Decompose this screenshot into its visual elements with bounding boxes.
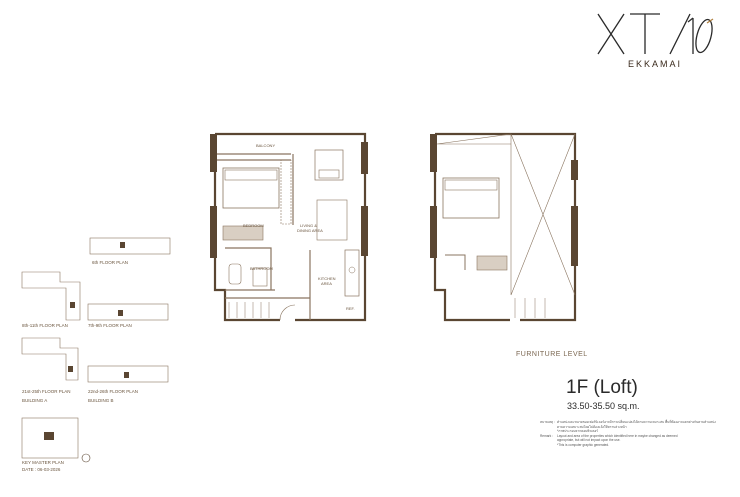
keyplan-label-building-a: BUILDING A [22,398,48,403]
loft-level-plan [430,132,578,322]
keyplan-label-7-9: 7th-9th FLOOR PLAN [88,323,132,328]
lower-level-plan [210,132,368,322]
remark-row: ตามความเหมาะสมโดยไม่ต้องแจ้งให้ทราบล่วงห… [557,424,627,429]
room-label-balcony: BALCONY [256,143,276,148]
brand-logo [597,13,714,55]
room-label-dining: DINING AREA [297,228,323,233]
remark-row: หมายเหตุ :ตำแหน่งและขนาดของเฟอร์นิเจอร์อ… [540,420,716,424]
unit-area: 33.50-35.50 sq.m. [567,401,640,411]
remark-row: *This is computer graphic generated. [557,442,610,447]
remarks: หมายเหตุ :ตำแหน่งและขนาดของเฟอร์นิเจอร์อ… [540,420,730,448]
room-label-bathroom: BATHROOM [250,266,273,271]
keyplan-label-6th: 6th FLOOR PLAN [92,260,129,265]
room-label-bedroom: BEDROOM [243,223,264,228]
remark-row: Remark :Layout and area of the propertie… [540,433,678,438]
north-arrow-icon [81,453,91,463]
room-label-ref: REF. [346,306,355,311]
keyplan-label-21-25: 21st-25th FLOOR PLAN [22,389,71,394]
furniture-level-label: FURNITURE LEVEL [516,351,588,358]
unit-type-title: 1F (Loft) [566,377,638,398]
room-label-living: LIVING & [300,223,317,228]
keyplan-label-8-11: 8th-11th FLOOR PLAN [22,323,68,328]
remark-row: *ภาพประกอบจากคอมพิวเตอร์ [557,429,598,434]
keyplan-label-date: DATE : 06-03-2026 [22,467,61,472]
keyplan-label-master: KEY MASTER PLAN [22,460,64,465]
unit-floor-plan [210,132,578,322]
key-plans [21,237,171,463]
remark-row: appropriate, but will not impact upon th… [557,438,621,443]
brand-subtitle: EKKAMAI [628,59,683,69]
room-label-kitchen: KITCHEN [318,276,336,281]
keyplan-label-building-b: BUILDING B [88,398,114,403]
room-label-kitchen-area: AREA [321,281,332,286]
keyplan-label-22-26: 22nd-26th FLOOR PLAN [88,389,139,394]
